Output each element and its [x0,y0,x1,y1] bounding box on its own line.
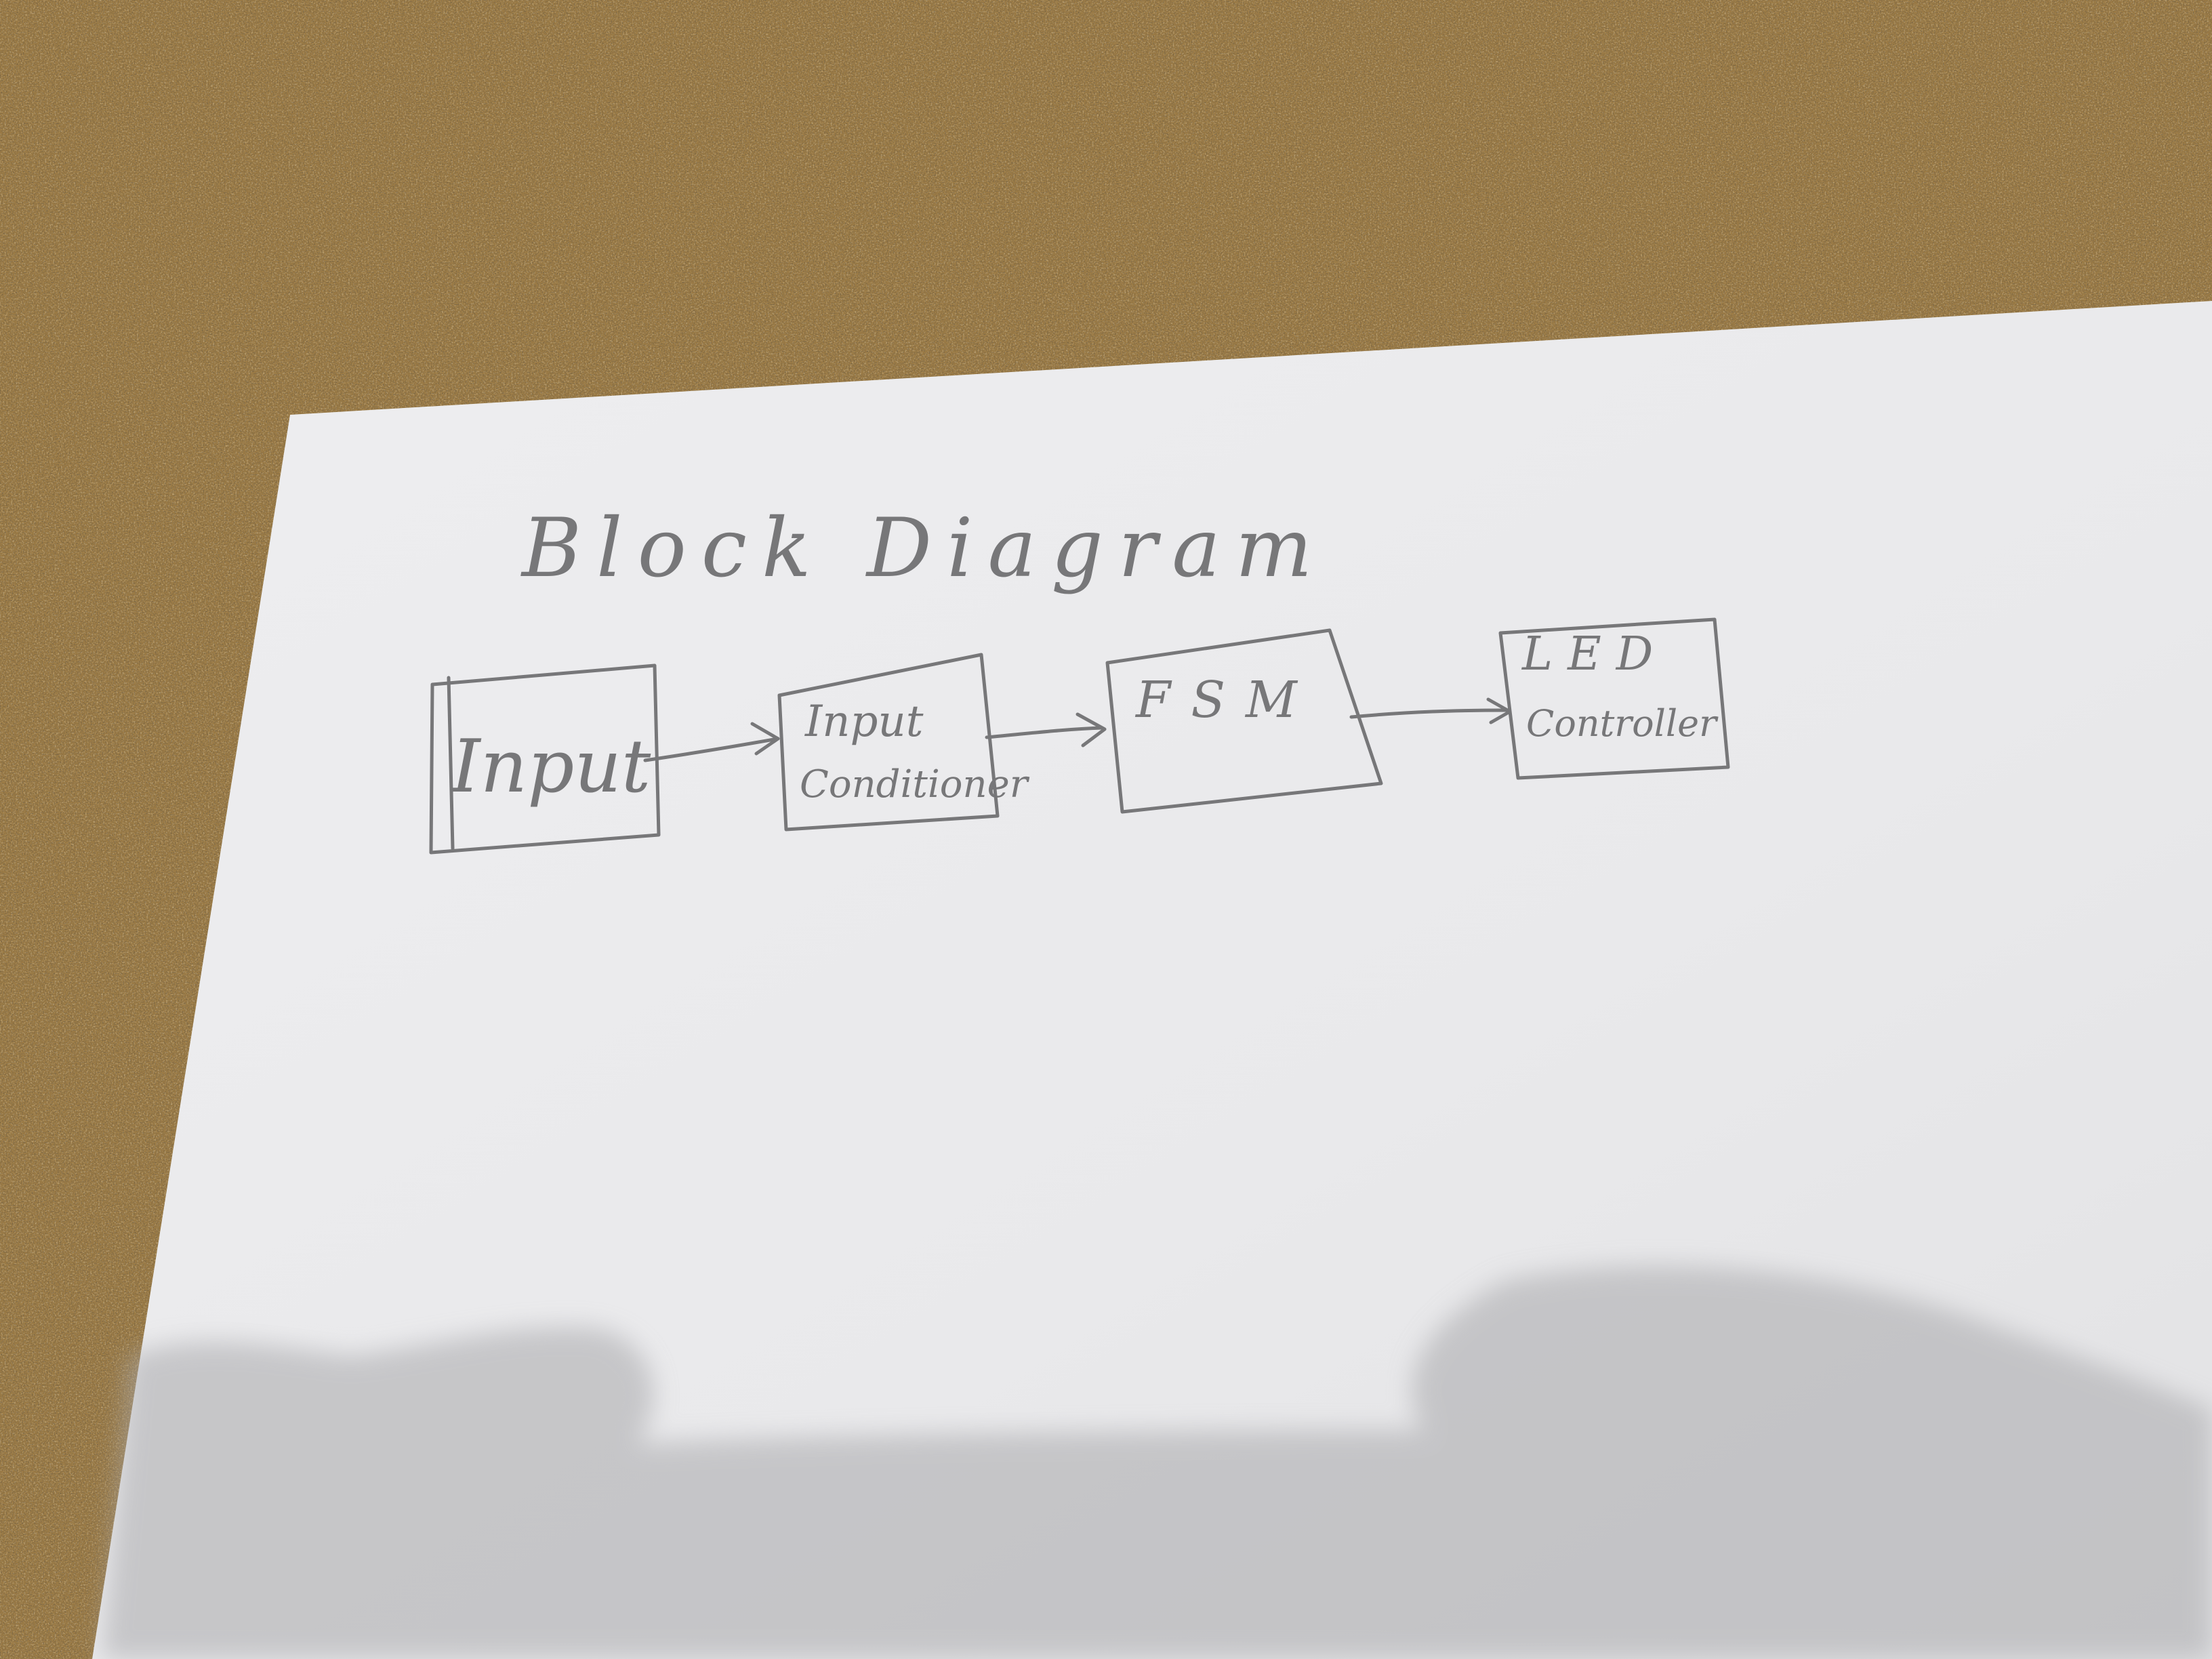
block-led-controller-label-2: Controller [1526,702,1719,745]
block-led-controller-label-1: LED [1521,628,1668,681]
paper-sheet [92,301,2212,1659]
block-input-conditioner: Input Conditioner [777,653,1030,832]
arrow-conditioner-to-fsm [985,712,1107,747]
diagram-title: Block Diagram [520,501,1328,596]
block-led-controller: LED Controller [1498,617,1730,780]
block-fsm-label: FSM [1134,671,1317,729]
block-input-conditioner-label-1: Input [804,697,924,747]
arrow-fsm-to-led [1349,697,1512,724]
block-fsm: FSM [1105,628,1383,814]
arrow-input-to-conditioner [643,722,780,762]
block-input: Input [429,663,661,855]
block-input-label: Input [450,724,651,809]
block-diagram: Block Diagram Input Input Conditioner FS… [429,501,1730,855]
hand-shadow [102,1266,2212,1659]
block-input-conditioner-label-2: Conditioner [800,762,1030,806]
